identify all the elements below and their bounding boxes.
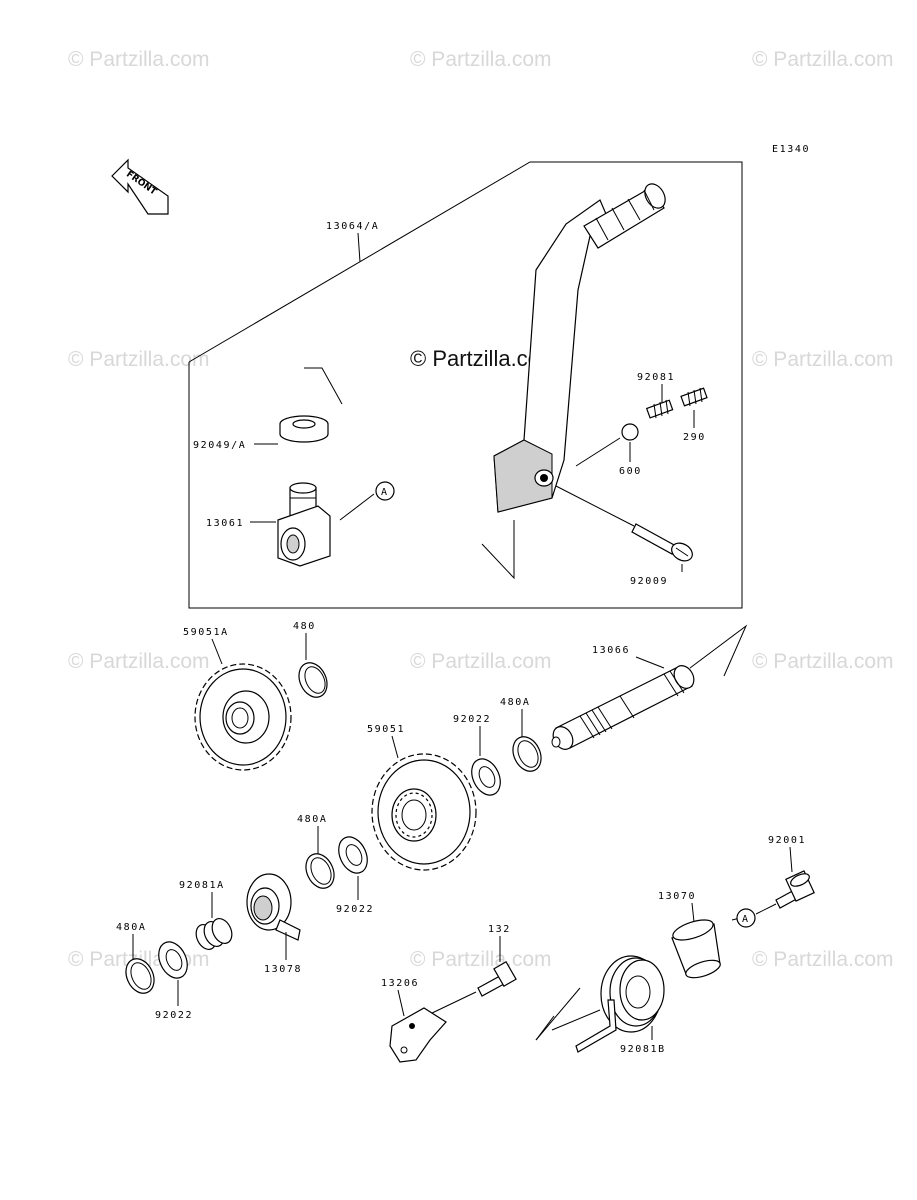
watermark: © Partzilla.com — [752, 48, 894, 71]
label-13064a: 13064/A — [326, 221, 379, 232]
washer-92022c — [158, 941, 188, 979]
spring-92081 — [645, 399, 674, 419]
assembly-box — [188, 161, 743, 609]
label-13078: 13078 — [264, 964, 302, 975]
watermark: © Partzilla.com — [68, 348, 210, 371]
label-480a-3: 480A — [116, 922, 146, 933]
label-480a-2: 480A — [297, 814, 327, 825]
gear-59051a — [194, 663, 292, 771]
label-13066: 13066 — [592, 645, 630, 656]
circlip-480a-1 — [512, 736, 542, 772]
circlip-480a-3 — [125, 958, 155, 994]
callout-a: A — [381, 487, 389, 498]
watermark: © Partzilla.com — [68, 650, 210, 673]
label-13061: 13061 — [206, 518, 244, 529]
watermark: © Partzilla.com — [752, 650, 894, 673]
callout-a-2: A — [742, 914, 750, 925]
watermark-grid: © Partzilla.com © Partzilla.com © Partzi… — [68, 48, 894, 971]
label-92001: 92001 — [768, 835, 806, 846]
label-290: 290 — [683, 432, 706, 443]
watermark: © Partzilla.com — [752, 948, 894, 971]
front-arrow-icon: FRONT — [111, 158, 169, 215]
label-92022a: 92022 — [453, 714, 491, 725]
watermark: © Partzilla.com — [68, 48, 210, 71]
bolt-132 — [477, 961, 517, 997]
label-92022b: 92022 — [336, 904, 374, 915]
washer-92022a — [471, 758, 501, 796]
label-92049a: 92049/A — [193, 440, 246, 451]
label-480: 480 — [293, 621, 316, 632]
label-59051: 59051 — [367, 724, 405, 735]
diagram-code: E1340 — [772, 144, 810, 155]
label-132: 132 — [488, 924, 511, 935]
spring-290 — [680, 387, 708, 407]
label-600: 600 — [619, 466, 642, 477]
label-92081a: 92081A — [179, 880, 225, 891]
kick-lever — [493, 183, 666, 513]
watermark: © Partzilla.com — [410, 650, 552, 673]
spring-92081a — [195, 918, 233, 950]
washer-92022b — [338, 836, 368, 874]
watermark: © Partzilla.com — [410, 48, 552, 71]
bolt-92001 — [775, 870, 815, 909]
label-13206: 13206 — [381, 978, 419, 989]
watermark: © Partzilla.com — [410, 948, 552, 971]
holder-13061 — [277, 482, 331, 567]
circlip-480 — [298, 662, 328, 698]
label-480a: 480A — [500, 697, 530, 708]
collar-13070 — [671, 919, 721, 979]
circlip-480a-2 — [305, 853, 335, 889]
label-92081b: 92081B — [620, 1044, 666, 1055]
label-92009: 92009 — [630, 576, 668, 587]
gear-59051 — [371, 753, 477, 871]
label-92022c: 92022 — [155, 1010, 193, 1021]
spring-92081b — [575, 955, 665, 1053]
watermark: © Partzilla.com — [752, 348, 894, 371]
ball-600 — [621, 423, 639, 441]
label-13070: 13070 — [658, 891, 696, 902]
shaft-13066 — [551, 665, 695, 750]
washer-92049a — [279, 415, 329, 443]
label-92081: 92081 — [637, 372, 675, 383]
ratchet-13078 — [246, 873, 301, 941]
bolt-92009 — [631, 523, 693, 562]
label-59051a: 59051A — [183, 627, 229, 638]
plate-13206 — [389, 1007, 447, 1063]
